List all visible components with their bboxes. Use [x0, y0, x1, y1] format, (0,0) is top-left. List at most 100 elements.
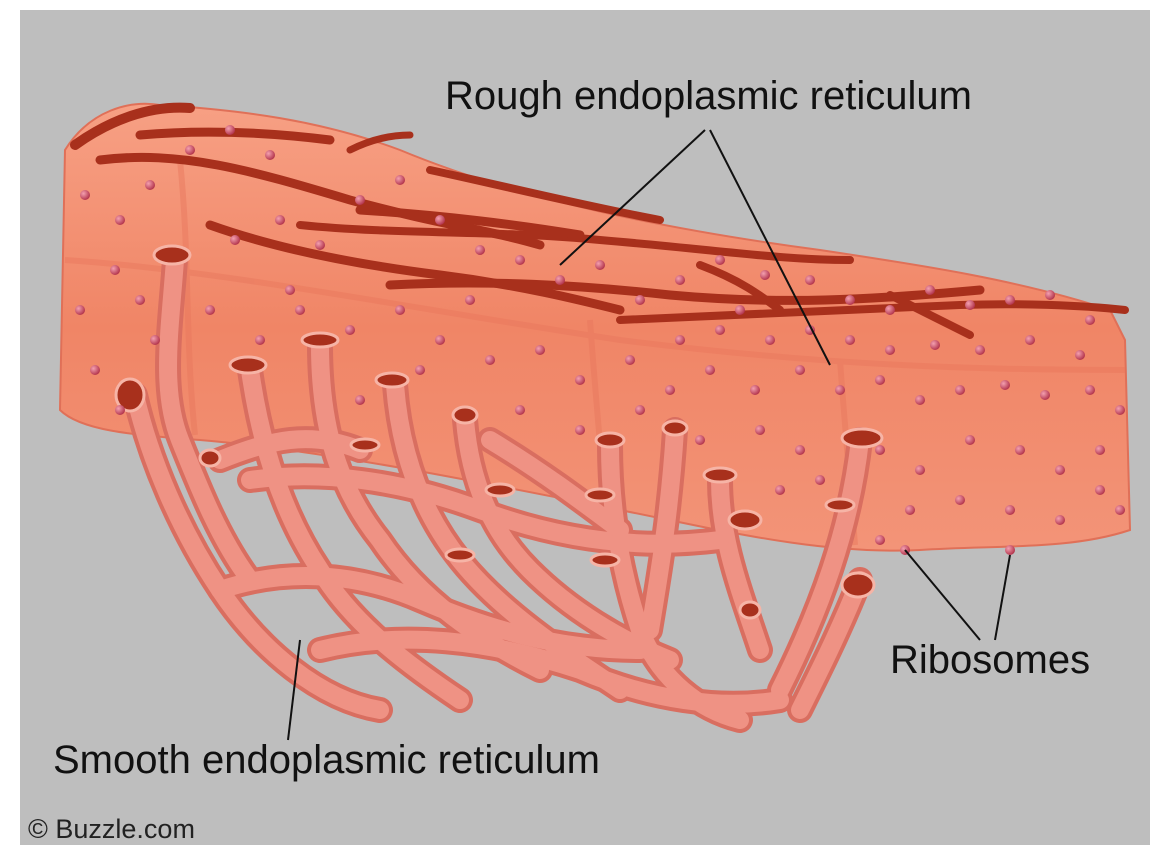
ribosome-dot	[110, 265, 120, 275]
ribosome-dot	[705, 365, 715, 375]
ribosomes-label: Ribosomes	[890, 640, 1090, 680]
copyright-credit: © Buzzle.com	[28, 816, 195, 843]
ribosome-dot	[115, 405, 125, 415]
ribosome-dot	[905, 505, 915, 515]
ribosome-dot	[835, 385, 845, 395]
ribosome-dot	[815, 475, 825, 485]
ribosome-dot	[535, 345, 545, 355]
ribosome-dot	[755, 425, 765, 435]
ribosome-dot	[805, 275, 815, 285]
ribosome-dot	[150, 335, 160, 345]
ribosome-dot	[145, 180, 155, 190]
ribosome-dot	[295, 305, 305, 315]
ribosome-dot	[1000, 380, 1010, 390]
ribosome-dot	[925, 285, 935, 295]
ribosome-dot	[265, 150, 275, 160]
ribosome-dot	[635, 405, 645, 415]
ribosome-dot	[635, 295, 645, 305]
ribosome-dot	[595, 260, 605, 270]
ribosome-dot	[1115, 405, 1125, 415]
ribosome-dot	[1040, 390, 1050, 400]
ribosome-dot	[675, 335, 685, 345]
ribosome-dot	[930, 340, 940, 350]
ribosome-dot	[1045, 290, 1055, 300]
ribosome-dot	[715, 325, 725, 335]
ribosome-dot	[475, 245, 485, 255]
ribosome-dot	[1005, 295, 1015, 305]
ribosome-dot	[355, 195, 365, 205]
er-illustration	[20, 10, 1150, 845]
ribosome-dot	[255, 335, 265, 345]
ribosome-dot	[915, 395, 925, 405]
ribosome-dot	[185, 145, 195, 155]
ribosome-dot	[225, 125, 235, 135]
ribosome-dot	[845, 335, 855, 345]
ribosome-dot	[1115, 505, 1125, 515]
ribosome-dot	[515, 405, 525, 415]
ribosome-dot	[285, 285, 295, 295]
ribosome-dot	[760, 270, 770, 280]
ribosome-dot	[395, 175, 405, 185]
ribosome-dot	[675, 275, 685, 285]
ribosome-dot	[1075, 350, 1085, 360]
ribosome-dot	[775, 485, 785, 495]
leader-ribo-1	[905, 550, 980, 640]
ribosome-dot	[1085, 315, 1095, 325]
ribosome-dot	[955, 385, 965, 395]
ribosome-dot	[75, 305, 85, 315]
ribosome-dot	[395, 305, 405, 315]
ribosome-dot	[665, 385, 675, 395]
ribosome-dot	[885, 345, 895, 355]
ribosome-dot	[1085, 385, 1095, 395]
smooth-er-label: Smooth endoplasmic reticulum	[53, 740, 600, 780]
ribosome-dot	[975, 345, 985, 355]
rough-er-label: Rough endoplasmic reticulum	[445, 76, 972, 116]
ribosome-dot	[875, 445, 885, 455]
ribosome-dot	[875, 375, 885, 385]
ribosome-dot	[315, 240, 325, 250]
ribosome-dot	[1005, 505, 1015, 515]
ribosome-dot	[915, 465, 925, 475]
ribosome-dot	[355, 395, 365, 405]
ribosome-dot	[485, 355, 495, 365]
ribosome-dot	[435, 335, 445, 345]
ribosome-dot	[1095, 445, 1105, 455]
leader-ribo-2	[995, 555, 1010, 640]
ribosome-dot	[965, 300, 975, 310]
ribosome-dot	[625, 355, 635, 365]
ribosome-dot	[435, 215, 445, 225]
ribosome-dot	[965, 435, 975, 445]
ribosome-dot	[80, 190, 90, 200]
ribosome-dot	[555, 275, 565, 285]
ribosome-dot	[1005, 545, 1015, 555]
ribosome-dot	[230, 235, 240, 245]
ribosome-dot	[1095, 485, 1105, 495]
ribosome-dot	[885, 305, 895, 315]
ribosome-dot	[465, 295, 475, 305]
ribosome-dot	[765, 335, 775, 345]
ribosome-dot	[845, 295, 855, 305]
ribosome-dot	[1025, 335, 1035, 345]
ribosome-dot	[1055, 465, 1065, 475]
ribosome-dot	[875, 535, 885, 545]
ribosome-dot	[1015, 445, 1025, 455]
ribosome-dot	[795, 445, 805, 455]
ribosome-dot	[345, 325, 355, 335]
ribosome-dot	[90, 365, 100, 375]
ribosome-dot	[955, 495, 965, 505]
ribosome-dot	[415, 365, 425, 375]
ribosome-dot	[275, 215, 285, 225]
rough-er-membrane	[60, 104, 1130, 551]
ribosome-dot	[695, 435, 705, 445]
ribosome-dot	[715, 255, 725, 265]
ribosome-dot	[205, 305, 215, 315]
ribosome-dot	[515, 255, 525, 265]
ribosome-dot	[750, 385, 760, 395]
ribosome-dot	[1055, 515, 1065, 525]
ribosome-dot	[115, 215, 125, 225]
ribosome-dot	[795, 365, 805, 375]
ribosome-dot	[575, 375, 585, 385]
ribosome-dot	[735, 305, 745, 315]
ribosome-dot	[575, 425, 585, 435]
diagram-canvas: Rough endoplasmic reticulum Ribosomes Sm…	[20, 10, 1150, 845]
